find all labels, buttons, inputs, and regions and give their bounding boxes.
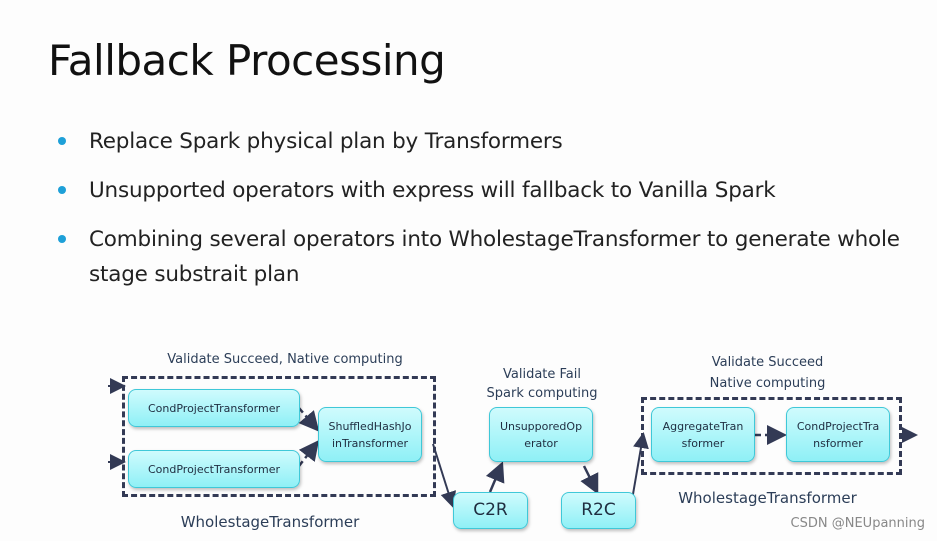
slide-title: Fallback Processing xyxy=(48,36,446,85)
middle-group-caption-line2: Spark computing xyxy=(486,386,598,401)
watermark: CSDN @NEUpanning xyxy=(790,516,925,531)
op-to-r2c-arrow xyxy=(580,465,599,495)
middle-group-caption-line1: Validate Fail xyxy=(503,367,581,382)
left-group-footer: WholestageTransformer xyxy=(180,513,360,531)
join-arrow-bottom xyxy=(298,440,320,467)
bullet-item: Combining several operators into Wholest… xyxy=(58,222,937,292)
bullet-item: Unsupported operators with express will … xyxy=(58,173,937,208)
cond-project-transformer-node: CondProjectTransformer xyxy=(128,450,300,488)
c2r-node: C2R xyxy=(453,492,528,529)
left-group-caption: Validate Succeed, Native computing xyxy=(167,352,403,367)
r2c-node: R2C xyxy=(561,492,636,529)
aggregate-transformer-node: AggregateTran sformer xyxy=(651,407,755,462)
right-group-caption-line1: Validate Succeed xyxy=(711,355,824,370)
unsupported-operator-node: UnsupporedOp erator xyxy=(489,407,593,462)
right-wholestage-frame xyxy=(641,397,902,475)
cond-project-transformer-node: CondProjectTransformer xyxy=(128,389,300,427)
right-group-caption-line2: Native computing xyxy=(709,376,826,391)
bullet-item: Replace Spark physical plan by Transform… xyxy=(58,124,937,159)
to-c2r-arrow xyxy=(432,443,457,508)
left-wholestage-frame xyxy=(122,376,436,497)
right-group-footer: WholestageTransformer xyxy=(678,489,857,507)
join-arrow-top xyxy=(298,407,320,432)
shuffled-hash-join-transformer-node: ShuffledHashJo inTransformer xyxy=(318,407,422,462)
bullet-list: Replace Spark physical plan by Transform… xyxy=(58,124,937,306)
cond-project-transformer-node: CondProjectTra nsformer xyxy=(786,407,890,462)
c2r-to-op-arrow xyxy=(485,461,505,493)
